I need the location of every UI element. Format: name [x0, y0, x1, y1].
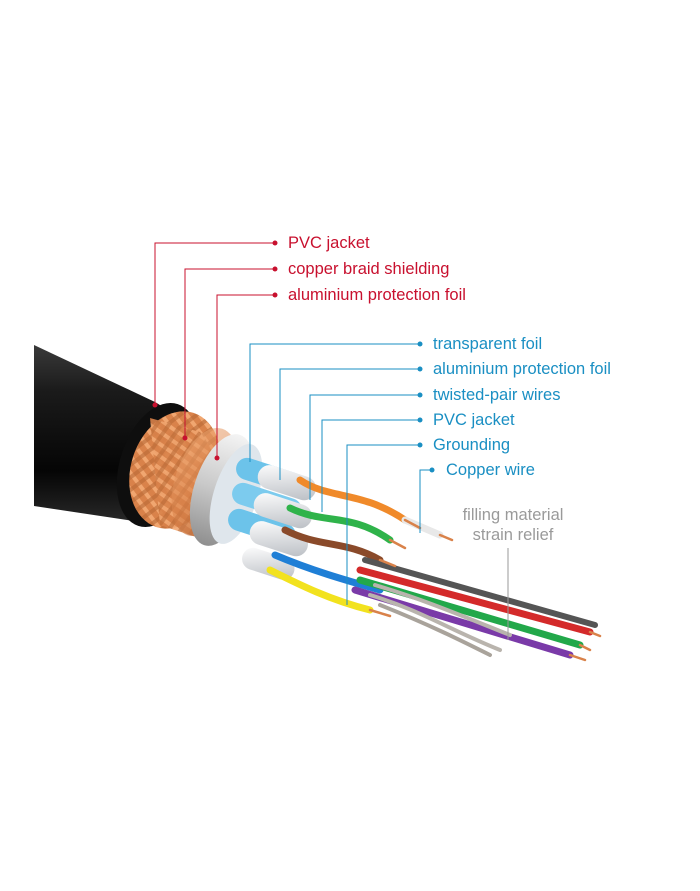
label-grounding: Grounding — [433, 436, 511, 454]
label-aluminium-protection-foil-outer: aluminium protection foil — [288, 286, 466, 304]
filling-material — [368, 583, 512, 657]
label-pvc-jacket-inner: PVC jacket — [433, 411, 515, 429]
outer-layer-dots — [152, 240, 278, 461]
label-pvc-jacket-outer: PVC jacket — [288, 234, 370, 252]
inner-layer-dots — [417, 341, 435, 473]
label-copper-wire: Copper wire — [446, 461, 535, 479]
inner-layer-leaders — [249, 343, 432, 605]
label-strain-relief: strain relief — [472, 526, 554, 544]
label-transparent-foil: transparent foil — [433, 335, 543, 353]
outer-layer-leaders — [154, 242, 275, 458]
label-copper-braid-shielding: copper braid shielding — [288, 260, 450, 278]
label-twisted-pair-wires: twisted-pair wires — [433, 386, 561, 404]
label-aluminium-protection-foil-inner: aluminium protection foil — [433, 360, 611, 378]
copper-wire-tips — [368, 518, 602, 662]
label-filling-material: filling material — [462, 506, 564, 524]
